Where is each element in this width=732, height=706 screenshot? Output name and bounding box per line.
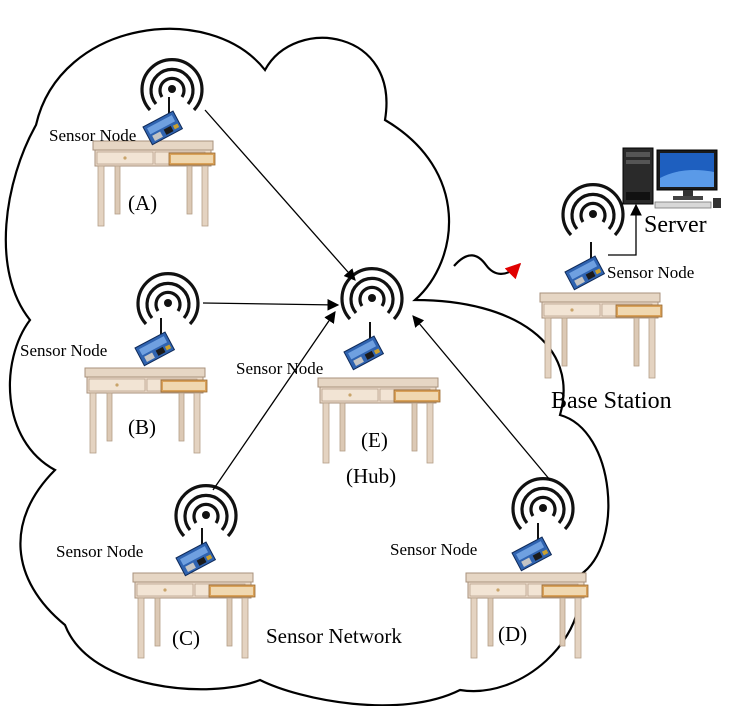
link-arrow-base-to-server (608, 203, 642, 256)
wireless-signal-icon (136, 272, 200, 326)
wireless-signal-icon (511, 477, 575, 531)
server-label: Server (644, 212, 707, 238)
sensor-board-icon (142, 96, 184, 146)
server-computer-icon (622, 147, 722, 209)
link-arrow-c-to-hub (212, 311, 336, 491)
wireless-wave-icon (453, 254, 522, 280)
node-label-d: (D) (498, 622, 527, 646)
link-arrow-b-to-hub (202, 298, 340, 311)
node-label-e: (E) (361, 428, 388, 452)
sensor-node-label: Sensor Node (607, 263, 694, 282)
wireless-signal-icon (561, 183, 625, 237)
base-station-label: Base Station (551, 388, 672, 414)
link-arrow-d-to-hub (412, 315, 551, 481)
sensor-node-label: Sensor Node (390, 540, 477, 559)
sensor-node-label: Sensor Node (20, 341, 107, 360)
sensor-node-label: Sensor Node (236, 359, 323, 378)
sensor-board-icon (564, 241, 606, 291)
sensor-board-icon (134, 317, 176, 367)
hub-label: (Hub) (346, 464, 396, 488)
wireless-signal-icon (174, 484, 238, 538)
node-label-c: (C) (172, 626, 200, 650)
link-arrow-a-to-hub (204, 109, 356, 281)
sensor-board-icon (343, 321, 385, 371)
sensor-network-label: Sensor Network (266, 624, 402, 648)
wireless-signal-icon (140, 58, 204, 112)
sensor-node-label: Sensor Node (56, 542, 143, 561)
node-label-a: (A) (128, 191, 157, 215)
table-b (84, 367, 208, 454)
sensor-node-label: Sensor Node (49, 126, 136, 145)
sensor-board-icon (511, 522, 553, 572)
node-label-b: (B) (128, 415, 156, 439)
